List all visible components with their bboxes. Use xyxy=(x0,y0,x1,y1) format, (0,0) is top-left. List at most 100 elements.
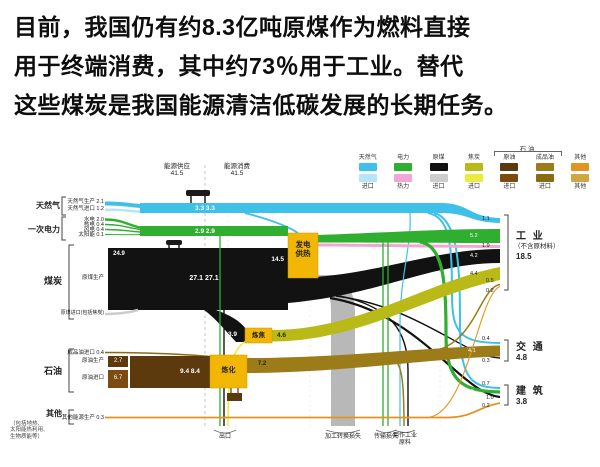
building-total: 3.8 xyxy=(516,397,528,406)
coke-import-swatch xyxy=(464,174,483,183)
transport-total: 4.8 xyxy=(516,353,528,362)
export-label: 出口 xyxy=(218,434,231,440)
coal-bracket xyxy=(68,244,74,320)
industry-power-value: 5.2 xyxy=(470,233,478,239)
electricity-trunk-band xyxy=(140,226,288,236)
gas-to-feedstock-flow xyxy=(399,212,411,426)
coke-swatch xyxy=(464,163,483,172)
gas-import-flow xyxy=(105,208,140,213)
transmission-loss-label: 传输损失 xyxy=(373,434,398,440)
crude-production-node xyxy=(108,356,128,367)
power-heat-box xyxy=(287,232,319,279)
other-category-label: 其他 xyxy=(46,409,62,418)
article-paragraph: 目前，我国仍有约8.3亿吨原煤作为燃料直接 用于终端消费，其中约73％用于工业。… xyxy=(14,8,594,125)
transport-gas-value: 0.4 xyxy=(482,336,490,342)
coal-swatch xyxy=(429,163,448,172)
coal-import-swatch xyxy=(429,174,448,183)
paragraph-line-1: 目前，我国仍有约8.3亿吨原煤作为燃料直接 xyxy=(14,14,471,40)
electricity-to-industry-band xyxy=(318,229,500,243)
paragraph-line-2: 用于终端消费，其中约73％用于工业。替代 xyxy=(14,53,464,79)
crude-band-values: 9.4 8.4 xyxy=(180,368,200,375)
transport-refined-value: 4.1 xyxy=(468,348,476,354)
gas-swatch xyxy=(358,163,377,172)
industry-total: 18.5 xyxy=(516,252,532,261)
legend-crude: 原油 进口 xyxy=(492,155,527,190)
industry-refined-value: 0.5 xyxy=(486,278,494,284)
legend-coke: 焦炭 进口 xyxy=(456,155,491,190)
other-to-building-flow xyxy=(105,402,501,419)
other-bracket xyxy=(68,409,74,425)
transport-bracket xyxy=(504,339,509,362)
industry-heat-value: 1.9 xyxy=(482,242,490,249)
crude-import-label: 原油进口 xyxy=(81,375,104,381)
conversion-loss-band xyxy=(318,275,355,426)
nuclear-flow xyxy=(104,223,141,231)
coal-category-label: 煤炭 xyxy=(43,276,62,286)
sankey-figure: 石 油 天然气 进口 电力 热力 原煤 进口 焦炭 xyxy=(0,145,600,467)
crude-import-swatch xyxy=(500,174,519,183)
legend-oil-group-label: 石 油 xyxy=(519,146,535,153)
coal-production-node xyxy=(108,248,130,310)
wind-flow xyxy=(104,228,141,233)
gas-trunk-band xyxy=(140,203,440,213)
gas-production-flow xyxy=(105,201,140,208)
supply-header: 能源供应 41.5 xyxy=(164,163,190,178)
coal-to-coke-value: 3.9 xyxy=(228,331,238,338)
industry-label: 工 业 xyxy=(516,231,545,242)
hydro-flow xyxy=(104,218,141,229)
gas-import-label: 天然气进口 1.2 xyxy=(67,206,104,212)
coke-output-value: 4.6 xyxy=(277,331,287,339)
gas-to-industry-band xyxy=(440,203,500,223)
heat-to-industry-band xyxy=(318,243,500,248)
industry-coke-value: 4.4 xyxy=(470,271,478,277)
gas-import-swatch xyxy=(358,174,377,183)
solar-label: 太阳能 0.1 xyxy=(78,231,104,238)
other-swatch xyxy=(571,163,590,172)
oil-category-label: 石油 xyxy=(43,366,62,376)
refining-box-label: 炼化 xyxy=(221,367,236,374)
power-heat-box-label: 发电 供热 xyxy=(295,240,311,258)
building-other-value: 0.2 xyxy=(482,403,490,409)
coal-stock-node xyxy=(166,240,182,245)
building-gas-value: 0.7 xyxy=(482,381,490,387)
other-category-note: （包括地热、 太阳能热利用、 生物质能等） xyxy=(10,421,49,440)
hydro-label: 水电 2.0 xyxy=(83,216,104,223)
legend-gas: 天然气 进口 xyxy=(358,155,377,190)
consume-header: 能源消费 41.5 xyxy=(224,163,250,178)
transport-label: 交 通 xyxy=(516,342,545,353)
refined-import-label: 成品油进口 0.4 xyxy=(67,349,104,356)
gas-band-values: 3.3 3.3 xyxy=(195,204,215,212)
refining-box xyxy=(209,354,248,389)
electricity-band-values: 2.9 2.9 xyxy=(195,227,215,235)
building-power-value: 1.9 xyxy=(466,388,474,395)
refined-to-feedstock-flow xyxy=(385,355,405,427)
legend-coal: 原煤 进口 xyxy=(421,155,456,190)
paragraph-line-3: 这些煤炭是我国能源清洁低碳发展的长期任务。 xyxy=(14,92,508,118)
coal-to-industry-band xyxy=(288,249,500,303)
conversion-loss-label: 加工转换损失 xyxy=(324,434,361,440)
coal-band-values: 27.1 27.1 xyxy=(189,275,219,282)
legend-power: 电力 热力 xyxy=(385,155,420,190)
refined-swatch xyxy=(535,163,554,172)
electricity-bracket xyxy=(61,216,66,241)
crude-production-value: 2.7 xyxy=(113,358,123,364)
export-brace xyxy=(213,429,237,434)
coal-to-coking-band xyxy=(204,310,246,342)
sankey-canvas xyxy=(61,165,509,434)
coking-box xyxy=(244,327,273,344)
conversion-loss-brace xyxy=(325,429,361,434)
wind-label: 风电 0.4 xyxy=(83,226,104,233)
other-to-industry-flow xyxy=(427,285,501,419)
transport-coal-value: 0.3 xyxy=(482,358,490,364)
industry-gas-value: 1.1 xyxy=(482,216,490,222)
heat-swatch xyxy=(394,174,413,183)
legend-other: 其他 其他 xyxy=(563,155,598,190)
refined-to-industry-flow xyxy=(431,283,501,352)
coal-production-label: 原煤生产 xyxy=(81,275,104,281)
building-bracket xyxy=(504,384,509,406)
refined-band-value: 7.2 xyxy=(257,361,267,367)
legend-refined: 成品油 进口 xyxy=(535,155,554,190)
electricity-to-building-flow xyxy=(419,240,501,394)
oil-stock-node xyxy=(227,393,242,401)
